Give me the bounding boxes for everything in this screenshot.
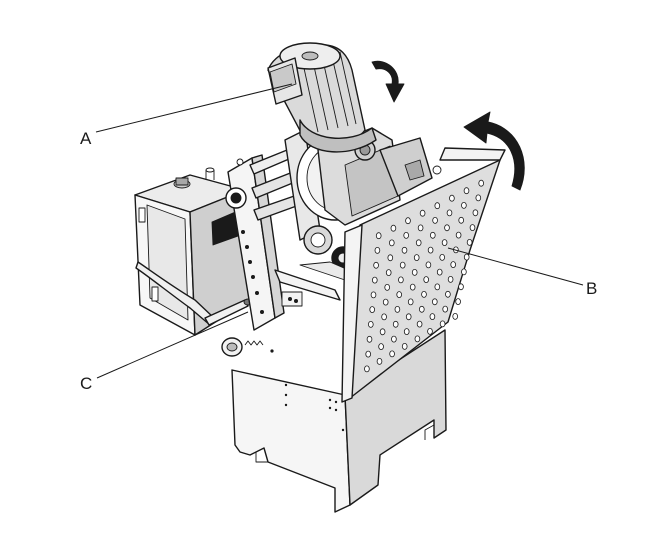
table-hole xyxy=(469,224,476,232)
table-hole xyxy=(379,328,386,336)
table-hole xyxy=(463,253,470,261)
table-hole xyxy=(442,305,449,313)
adjustment-dial xyxy=(221,337,274,357)
table-hole xyxy=(374,246,381,254)
table-hole xyxy=(375,232,382,240)
table-hole xyxy=(403,231,410,239)
table-hole xyxy=(376,357,383,365)
table-hole xyxy=(455,298,461,306)
table-hole xyxy=(405,313,412,321)
table-hole xyxy=(396,291,403,299)
table-hole xyxy=(463,187,470,195)
table-hole xyxy=(432,216,438,224)
table-hole xyxy=(439,320,446,328)
callout-b: B xyxy=(447,247,597,298)
table-hole xyxy=(378,343,384,351)
callout-a: A xyxy=(80,83,293,148)
table-hole xyxy=(441,239,448,247)
table-hole xyxy=(394,305,401,313)
perforated-table xyxy=(341,147,506,403)
table-hole xyxy=(434,202,441,210)
table-hole xyxy=(405,217,411,225)
table-hole xyxy=(416,320,423,328)
table-hole xyxy=(431,298,438,306)
table-hole xyxy=(366,335,373,343)
table-hole xyxy=(369,306,376,314)
table-hole xyxy=(407,298,414,306)
table-hole xyxy=(382,298,389,306)
table-hole xyxy=(423,276,430,284)
table-hole xyxy=(370,291,377,299)
table-hole xyxy=(450,261,457,269)
table-hole xyxy=(391,335,397,343)
callout-c-label: C xyxy=(80,374,92,393)
table-hole xyxy=(466,238,473,246)
table-hole xyxy=(387,254,394,262)
table-hole xyxy=(478,179,485,187)
table-hole xyxy=(472,209,479,217)
table-hole xyxy=(389,350,395,358)
table-hole xyxy=(461,268,467,276)
table-hole xyxy=(415,239,422,247)
table-hole xyxy=(411,268,418,276)
table-hole xyxy=(427,327,433,335)
table-hole xyxy=(388,239,395,247)
table-hole xyxy=(425,261,432,269)
table-hole xyxy=(399,261,406,269)
table-hole xyxy=(403,328,410,336)
motor xyxy=(267,42,377,153)
table-hole xyxy=(365,350,372,358)
table-hole xyxy=(475,194,482,202)
table-hole xyxy=(449,194,455,202)
table-hole xyxy=(458,216,465,224)
table-hole xyxy=(373,261,379,269)
cabinet-holes xyxy=(284,383,345,432)
callout-b-label: B xyxy=(586,279,597,298)
table-hole xyxy=(367,320,374,328)
table-hole xyxy=(390,224,397,232)
table-hole xyxy=(401,246,408,254)
table-hole xyxy=(392,320,399,328)
rotate-counterclockwise-arrow-icon xyxy=(463,111,525,191)
table-hole xyxy=(447,275,454,283)
base-cabinet xyxy=(231,329,447,513)
callout-a-label: A xyxy=(80,129,92,148)
table-hole xyxy=(427,246,434,254)
table-hole xyxy=(398,276,404,284)
table-hole xyxy=(381,313,387,321)
table-hole xyxy=(444,224,450,232)
table-hole xyxy=(455,231,462,239)
table-hole xyxy=(371,276,378,284)
table-hole xyxy=(414,335,421,343)
table-hole xyxy=(385,269,392,277)
table-hole xyxy=(419,209,426,217)
table-hole xyxy=(421,290,427,298)
table-hole xyxy=(452,312,459,320)
table-hole xyxy=(418,305,425,313)
table-hole xyxy=(413,254,420,262)
callout-c: C xyxy=(80,311,249,393)
table-hole xyxy=(434,283,441,291)
table-hole xyxy=(446,209,453,217)
table-hole xyxy=(436,268,443,276)
table-hole xyxy=(429,313,436,321)
table-hole xyxy=(384,283,391,291)
table-hole xyxy=(364,365,370,373)
table-hole xyxy=(445,290,451,298)
rotate-clockwise-arrow-icon xyxy=(371,60,405,103)
table-hole xyxy=(429,231,436,239)
table-hole xyxy=(417,224,424,232)
table-holes xyxy=(364,179,485,373)
table-hole xyxy=(458,283,464,291)
table-hole xyxy=(401,342,408,350)
table-hole xyxy=(409,283,416,291)
table-hole xyxy=(439,253,446,261)
table-hole xyxy=(461,201,467,209)
